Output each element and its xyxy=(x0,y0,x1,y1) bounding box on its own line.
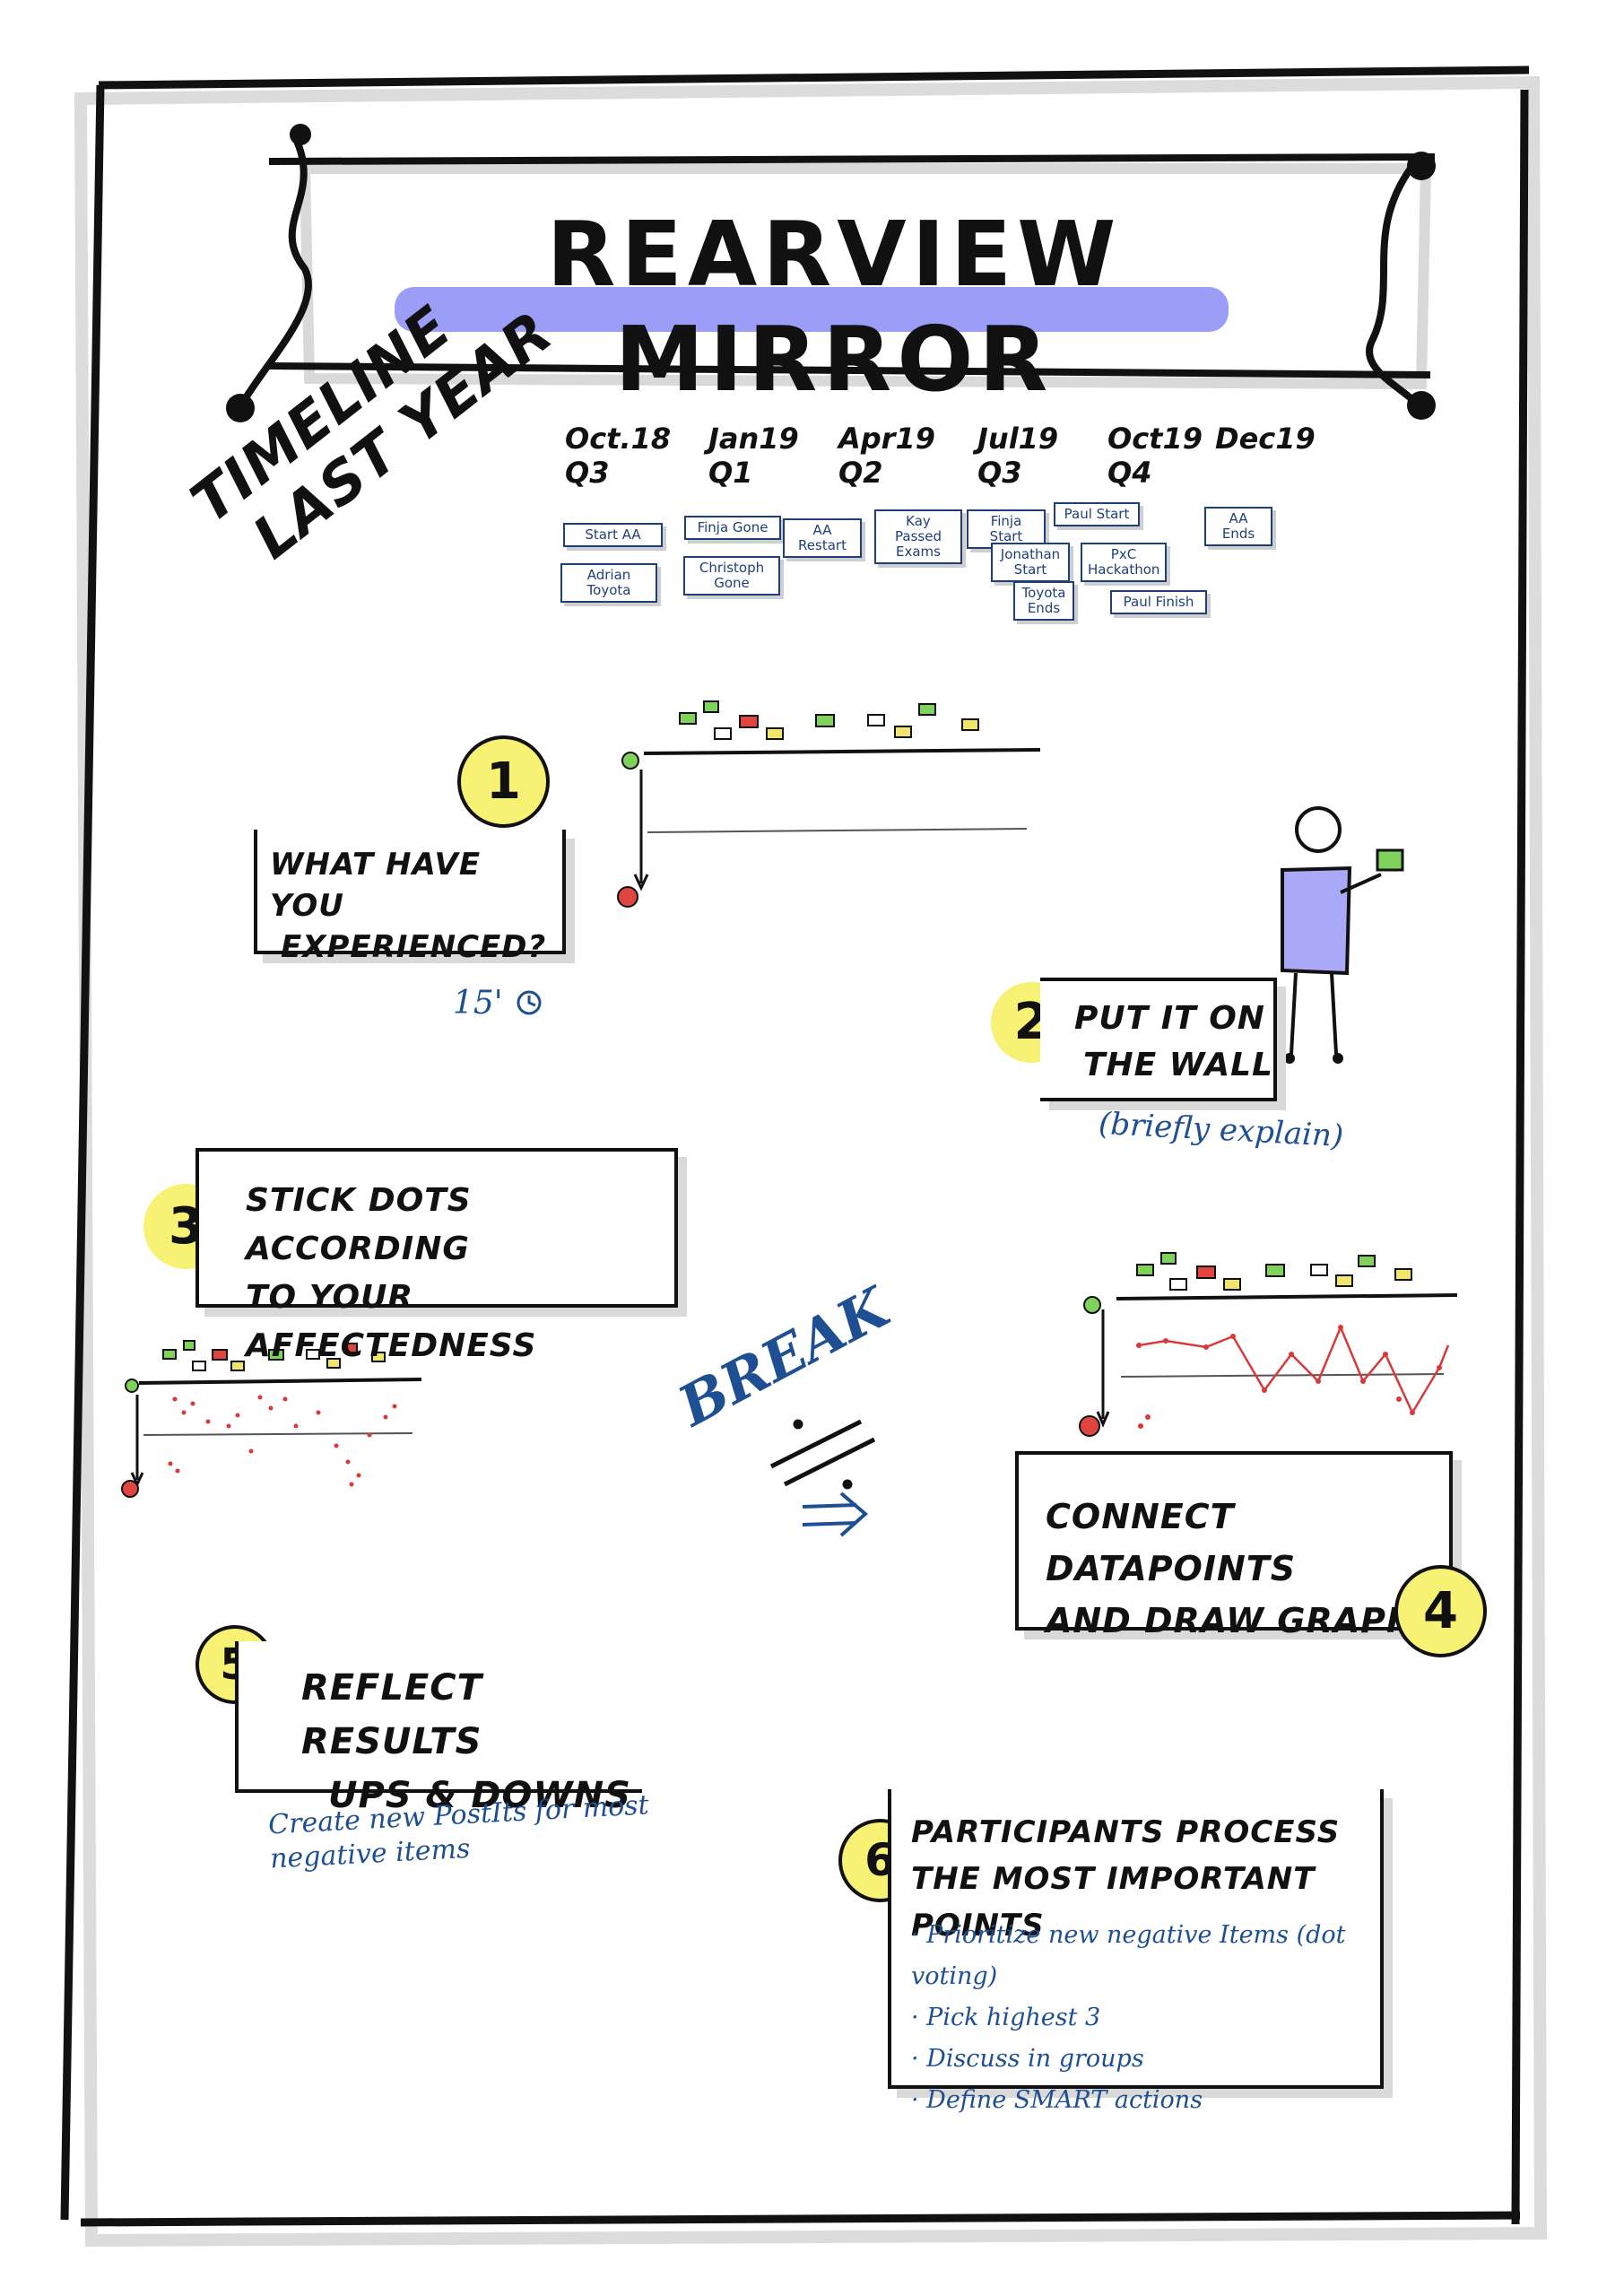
title-left-bracket xyxy=(239,137,312,406)
event-note: Toyota Ends xyxy=(1013,581,1074,621)
title-highlight xyxy=(395,287,1229,332)
step3-board xyxy=(121,1340,422,1498)
frame-shadow xyxy=(74,75,1548,2248)
step4-board xyxy=(1079,1252,1458,1437)
bullet-item: · Prioritize new negative Items (dot vot… xyxy=(911,1921,1346,1990)
step-4-title: Connect DataPoints And Draw Graph xyxy=(1046,1491,1449,1647)
event-note: Finja Gone xyxy=(684,516,781,540)
step-6-line1: Participants Process xyxy=(911,1814,1341,1850)
step-3-line2: To Your Affectedness xyxy=(246,1279,537,1364)
event-note: PxC Hackathon xyxy=(1081,543,1167,582)
clock-icon xyxy=(517,990,542,1015)
connected-graph xyxy=(1138,1324,1450,1415)
bullet-text: Pick highest 3 xyxy=(926,2004,1101,2031)
step-3-box: Stick Dots According To Your Affectednes… xyxy=(195,1148,678,1364)
period-2: Apr19 Q2 xyxy=(838,422,935,490)
period-4: Oct19 Q4 xyxy=(1107,422,1203,490)
bullet-item: · Discuss in groups xyxy=(911,2045,1144,2073)
step-1-duration: 15' xyxy=(453,985,503,1022)
period-date: Oct.18 xyxy=(565,422,672,456)
frame-top xyxy=(98,65,1530,90)
step-5-line2: Ups & Downs xyxy=(328,1775,631,1816)
period-1: Jan19 Q1 xyxy=(708,422,799,490)
period-quarter: Q3 xyxy=(977,456,1022,490)
bullet-text: Prioritize new negative Items (dot votin… xyxy=(911,1921,1346,1990)
step-2-box: Put It On The Wall xyxy=(1040,978,1277,1101)
event-note: Kay Passed Exams xyxy=(874,509,962,564)
frame-right xyxy=(1511,89,1529,2225)
period-date: Apr19 xyxy=(838,422,935,456)
step-1-title: What Have You Experienced? xyxy=(270,844,562,968)
period-quarter: Q1 xyxy=(708,456,753,490)
period-date: Jan19 xyxy=(708,422,799,456)
period-5: Dec19 xyxy=(1215,422,1316,456)
step-5-box: Reflect Results Ups & Downs xyxy=(235,1641,642,1816)
step-4-badge: 4 xyxy=(1394,1565,1487,1657)
page-title: Rearview Mirror xyxy=(546,202,1122,412)
step-6-line2: The Most Important Points xyxy=(911,1861,1316,1944)
step-1-line2: Experienced? xyxy=(281,929,547,965)
step-4-line1: Connect DataPoints xyxy=(1046,1497,1297,1588)
step-4-box: Connect DataPoints And Draw Graph xyxy=(1015,1451,1453,1640)
step-2-line1: Put It On xyxy=(1074,1000,1265,1037)
period-quarter: Q2 xyxy=(838,456,883,490)
step-6-box: Participants Process The Most Important … xyxy=(888,1789,1384,2114)
bullet-item: · Define SMART actions xyxy=(911,2086,1203,2114)
step-5-title: Reflect Results Ups & Downs xyxy=(301,1661,642,1822)
event-note: Adrian Toyota xyxy=(560,563,657,603)
step-1-line1: What Have You xyxy=(270,847,482,924)
step-5-line1: Reflect Results xyxy=(301,1667,482,1762)
period-date: Jul19 xyxy=(977,422,1059,456)
period-3: Jul19 Q3 xyxy=(977,422,1058,490)
arrow-right-icon xyxy=(802,1492,869,1537)
step1-board xyxy=(617,700,1041,908)
event-note: Paul Start xyxy=(1054,502,1140,526)
step-1-box: What Have You Experienced? xyxy=(254,830,566,965)
event-note: AA Restart xyxy=(783,518,862,558)
presenter-figure xyxy=(1281,806,1404,1064)
frame-left xyxy=(60,84,105,2221)
period-0: Oct.18 Q3 xyxy=(565,422,671,490)
event-note: Jonathan Start xyxy=(991,543,1070,582)
step-2-title: Put It On The Wall xyxy=(1074,996,1273,1089)
bullet-item: · Pick highest 3 xyxy=(911,2004,1101,2031)
bullet-text: Discuss in groups xyxy=(926,2045,1144,2073)
event-note: Christoph Gone xyxy=(683,556,780,596)
step-6-title: Participants Process The Most Important … xyxy=(911,1809,1380,1949)
period-date: Oct19 xyxy=(1107,422,1203,456)
step-1-badge: 1 xyxy=(457,735,550,828)
period-date: Dec19 xyxy=(1215,422,1316,456)
bullet-text: Define SMART actions xyxy=(926,2086,1203,2114)
event-note: AA Ends xyxy=(1204,507,1272,546)
step-3-line1: Stick Dots According xyxy=(246,1182,472,1267)
step-4-line2: And Draw Graph xyxy=(1046,1601,1416,1640)
title-right-bracket xyxy=(1366,163,1420,406)
step-3-title: Stick Dots According To Your Affectednes… xyxy=(246,1177,674,1370)
timeline-periods: Oct.18 Q3 Jan19 Q1 Apr19 Q2 Jul19 Q3 Oct… xyxy=(565,422,1316,502)
event-note: Start AA xyxy=(563,523,663,547)
period-quarter: Q3 xyxy=(565,456,610,490)
break-marks xyxy=(769,1419,876,1490)
event-note: Paul Finish xyxy=(1110,590,1207,614)
step-6-bullets: · Prioritize new negative Items (dot vot… xyxy=(911,1915,1380,2121)
frame-bottom xyxy=(80,2211,1521,2227)
step-2-line2: The Wall xyxy=(1083,1047,1273,1083)
period-quarter: Q4 xyxy=(1107,456,1152,490)
